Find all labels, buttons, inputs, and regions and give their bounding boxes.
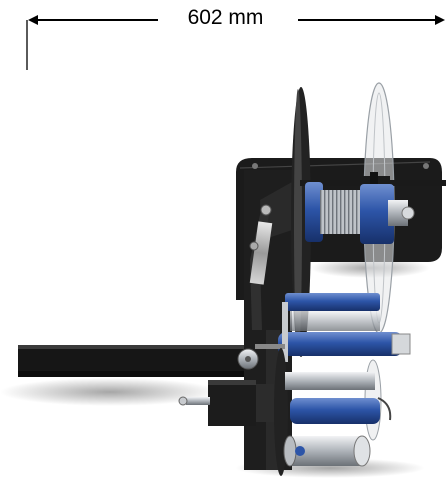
label-web	[290, 311, 380, 331]
middle-roller-assembly	[278, 293, 411, 362]
guide-roller-top	[285, 293, 380, 311]
dancer-arm	[249, 204, 273, 330]
rewind-roller	[290, 398, 380, 424]
arrow-right-icon	[435, 15, 445, 25]
spindle-hub-right	[360, 184, 394, 244]
spindle-hub-left	[305, 182, 323, 242]
dimension-label: 602 mm	[158, 6, 293, 30]
peel-roller	[278, 332, 403, 356]
plate-screw-icon	[423, 163, 429, 169]
knob-cap-icon	[401, 206, 415, 220]
upper-spindle	[300, 172, 446, 244]
tension-spring	[320, 190, 362, 234]
drive-motor	[178, 380, 274, 426]
table-shadow	[0, 378, 220, 406]
liner-web	[285, 372, 375, 390]
label-table	[18, 345, 263, 377]
dimension-line	[26, 15, 445, 70]
rewind-reel	[274, 348, 392, 476]
arrow-left-icon	[28, 15, 38, 25]
supply-reel-front-disc	[291, 87, 311, 357]
spindle-knob	[388, 200, 408, 226]
plate-screw-icon	[252, 163, 258, 169]
motor-shaft-icon	[178, 396, 188, 406]
nip-roller	[237, 344, 285, 370]
